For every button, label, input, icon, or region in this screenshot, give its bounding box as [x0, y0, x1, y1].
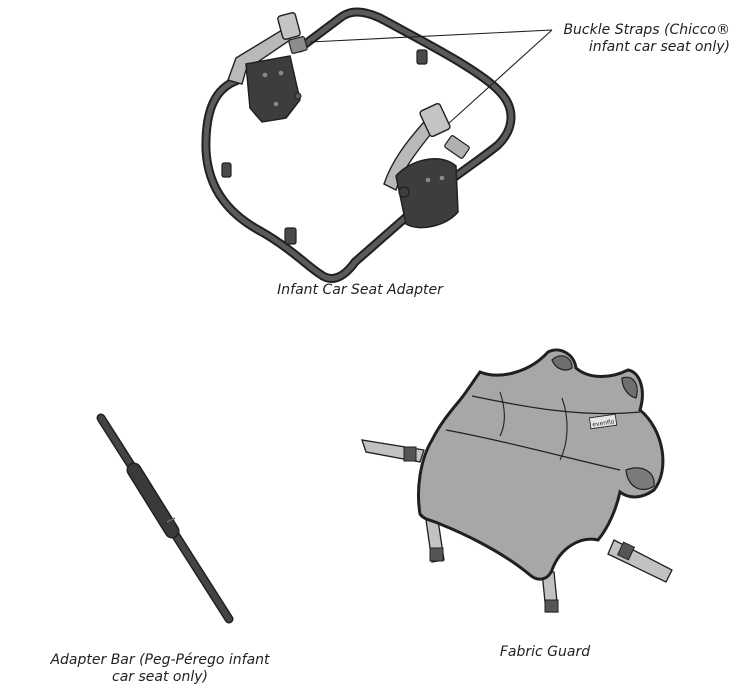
fabric-shoulder-right: [621, 376, 638, 399]
caption-adapter-bar-line2: car seat only): [112, 669, 208, 685]
fabric-guard: evenflo: [361, 348, 673, 613]
caption-buckle-straps: Buckle Straps (Chicco® infant car seat o…: [560, 22, 730, 56]
fabric-side-right: [625, 467, 655, 491]
fabric-guard-body: [417, 348, 665, 581]
caption-buckle-straps-line2: infant car seat only): [588, 39, 730, 55]
adapter-bracket-left: [245, 55, 301, 123]
callout-line: [309, 29, 553, 43]
buckle-left: [277, 12, 301, 40]
frame-peg: [416, 49, 428, 65]
infant-car-seat-adapter: [201, 7, 553, 283]
caption-infant-car-seat-adapter: Infant Car Seat Adapter: [277, 282, 443, 298]
fabric-shoulder-left: [551, 355, 573, 371]
buckle-right: [419, 102, 451, 138]
adapter-bar: [96, 413, 234, 624]
caption-adapter-bar: Adapter Bar (Peg-Pérego infant car seat …: [40, 652, 280, 686]
caption-adapter-bar-line1: Adapter Bar (Peg-Pérego infant: [50, 652, 270, 668]
brand-tag: [588, 413, 618, 430]
fabric-strap-right: [607, 539, 673, 583]
callout-line: [447, 29, 553, 125]
frame-peg: [284, 227, 297, 245]
brand-tag-text: evenflo: [592, 418, 615, 428]
frame-peg: [221, 162, 232, 178]
caption-fabric-guard: Fabric Guard: [499, 644, 591, 660]
caption-buckle-straps-line1: Buckle Straps (Chicco®: [563, 22, 730, 38]
